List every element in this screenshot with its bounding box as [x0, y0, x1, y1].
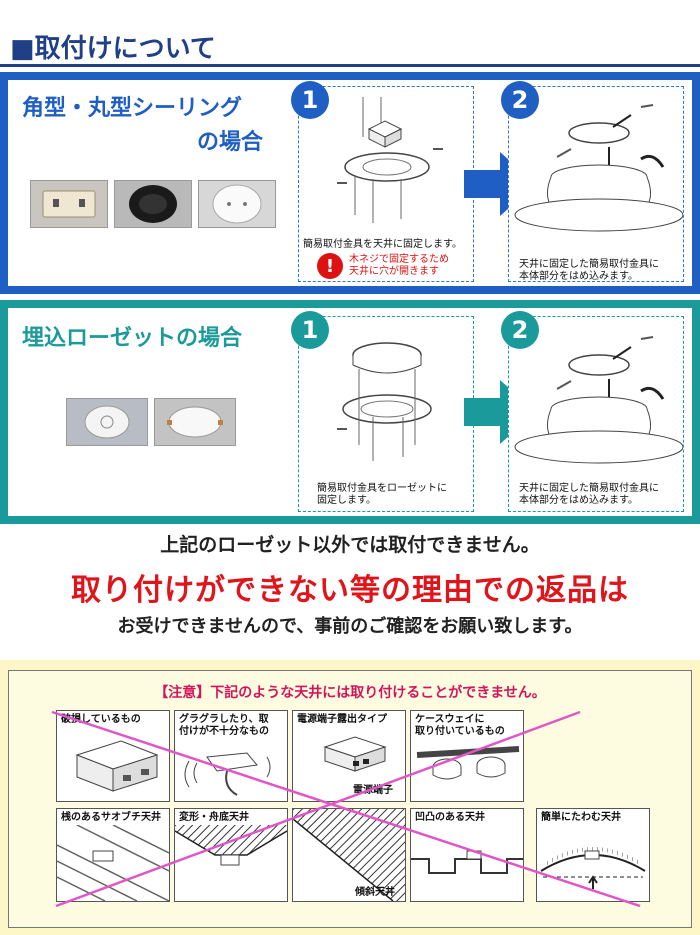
section1-step2-number: 2	[501, 81, 539, 119]
section1-step2-caption-line1: 天井に固定した簡易取付金具に	[519, 259, 659, 270]
cell-label: 簡単にたわむ天井	[541, 812, 621, 823]
section1-step1-diagram	[337, 97, 443, 223]
section2-step1: 1 簡易取付金具をローゼットに 固定します。	[291, 311, 474, 512]
section1-title-line2: の場合	[197, 130, 264, 155]
section2-step1-number: 1	[291, 311, 329, 349]
cell-label: グラグラしたり、取 付けが不十分なもの	[179, 714, 269, 738]
cell-label: 変形・舟底天井	[179, 812, 249, 823]
section1-step1: 1 簡易取付金具を天井に固定します。 ! 木ネジで固定するため 天井に穴が開きま…	[291, 81, 474, 282]
section2-step1-caption-line1: 簡易取付金具をローゼットに	[317, 483, 447, 494]
section2-step1-caption-line2: 固定します。	[317, 495, 376, 506]
section1-title-line1: 角型・丸型シーリング	[22, 96, 243, 121]
page-heading: ■取付けについて	[10, 28, 216, 65]
section2-step2-caption-line2: 本体部分をはめ込みます。	[519, 495, 638, 506]
caution-cell-caseway: ケースウェイに 取り付いているもの	[410, 710, 524, 802]
caution-cell-sloped-ceiling: 傾斜天井	[292, 808, 406, 902]
section2-step2-diagram	[514, 336, 683, 464]
heading-rule	[0, 64, 700, 67]
warning-icon: !	[317, 253, 343, 279]
section1-step1-number: 1	[291, 81, 329, 119]
caution-cell-flexible-ceiling: 簡単にたわむ天井	[536, 808, 650, 902]
section2-title: 埋込ローゼットの場合	[22, 326, 243, 351]
cell-label-line1: ケースウェイに	[415, 714, 485, 725]
heading-text: ■取付けについて	[10, 34, 216, 64]
caution-cell-uneven-ceiling: 凹凸のある天井	[410, 808, 524, 902]
rosette-photo-2	[154, 398, 236, 446]
unstable-ceiling-illustration	[184, 752, 271, 796]
cell-label: ケースウェイに 取り付いているもの	[415, 714, 505, 738]
square-ceiling-photo	[30, 180, 108, 228]
section2-step2-caption-line1: 天井に固定した簡易取付金具に	[519, 483, 659, 494]
flexible-ceiling-illustration	[540, 847, 646, 889]
section1-ceiling-types	[30, 180, 276, 228]
uneven-ceiling-illustration	[411, 850, 523, 874]
exposed-terminal-illustration	[323, 736, 387, 772]
caution-cell-exposed-terminal: 電源端子露出タイプ 電源端子	[292, 710, 406, 802]
section2-step1-caption: 簡易取付金具をローゼットに 固定します。	[317, 483, 447, 507]
caution-title: 【注意】下記のような天井には取り付けることができません。	[154, 685, 546, 701]
section2-step2-caption: 天井に固定した簡易取付金具に 本体部分をはめ込みます。	[519, 483, 659, 507]
cell-label: 凹凸のある天井	[415, 812, 485, 823]
warning-text: 木ネジで固定するため 天井に穴が開きます	[349, 254, 449, 278]
caution-cell-beam-ceiling: 桟のあるサオブチ天井	[56, 808, 170, 902]
section2-step1-diagram	[337, 342, 432, 461]
notice-confirm-beforehand: お受けできませんので、事前のご確認をお願い致します。	[117, 616, 583, 637]
caseway-illustration	[416, 746, 520, 780]
section1-step2: 2 天井に固定した簡易取付金具に 本体部分をはめ込みます。	[501, 81, 684, 283]
section1-step2-diagram	[514, 104, 683, 232]
section-embedded-rosette: 埋込ローゼットの場合 1 簡易取付金具をローゼットに 固定します。 2	[0, 300, 700, 524]
section1-step2-caption-line2: 本体部分をはめ込みます。	[519, 271, 638, 282]
section2-rosette-types	[66, 398, 236, 446]
notice-no-returns: 取り付けができない等の理由での返品は	[71, 573, 629, 608]
caution-cell-unstable: グラグラしたり、取 付けが不十分なもの	[174, 710, 288, 802]
section1-step1-warning: ! 木ネジで固定するため 天井に穴が開きます	[317, 253, 449, 279]
cell-label: 桟のあるサオブチ天井	[61, 812, 161, 823]
caution-cell-deformed-ceiling: 変形・舟底天井	[174, 808, 288, 902]
notice-unsupported-rosette: 上記のローゼット以外では取付できません。	[160, 534, 540, 556]
warning-line1: 木ネジで固定するため	[349, 254, 449, 265]
warning-line2: 天井に穴が開きます	[349, 266, 439, 277]
cell-label-line2: 取り付いているもの	[415, 726, 505, 737]
section1-title: 角型・丸型シーリング の場合	[22, 92, 263, 160]
deformed-ceiling-illustration	[175, 825, 287, 866]
black-round-ceiling-photo	[114, 180, 192, 228]
caution-cell-damaged: 破損しているもの	[56, 710, 170, 802]
section2-step2: 2 天井に固定した簡易取付金具に 本体部分をはめ込みます。	[501, 311, 684, 512]
section1-step2-caption: 天井に固定した簡易取付金具に 本体部分をはめ込みます。	[519, 259, 659, 283]
cell-label: 傾斜天井	[355, 887, 395, 898]
white-round-ceiling-photo	[198, 180, 276, 228]
section2-step2-number: 2	[501, 311, 539, 349]
rosette-photo-1	[66, 398, 148, 446]
section1-step1-caption: 簡易取付金具を天井に固定します。	[303, 239, 462, 250]
section-square-round-ceiling: 角型・丸型シーリング の場合 1 簡易取付金具を天井に固定します。 ! 木ネジで…	[0, 72, 700, 294]
cell-label: 破損しているもの	[61, 714, 141, 725]
cell-label-line2: 付けが不十分なもの	[179, 726, 269, 737]
terminal-sub-label: 電源端子	[353, 785, 393, 796]
cell-label: 電源端子露出タイプ	[297, 714, 387, 725]
damaged-ceiling-illustration	[75, 740, 159, 792]
beam-ceiling-illustration	[57, 825, 169, 901]
cell-label-line1: グラグラしたり、取	[179, 714, 269, 725]
